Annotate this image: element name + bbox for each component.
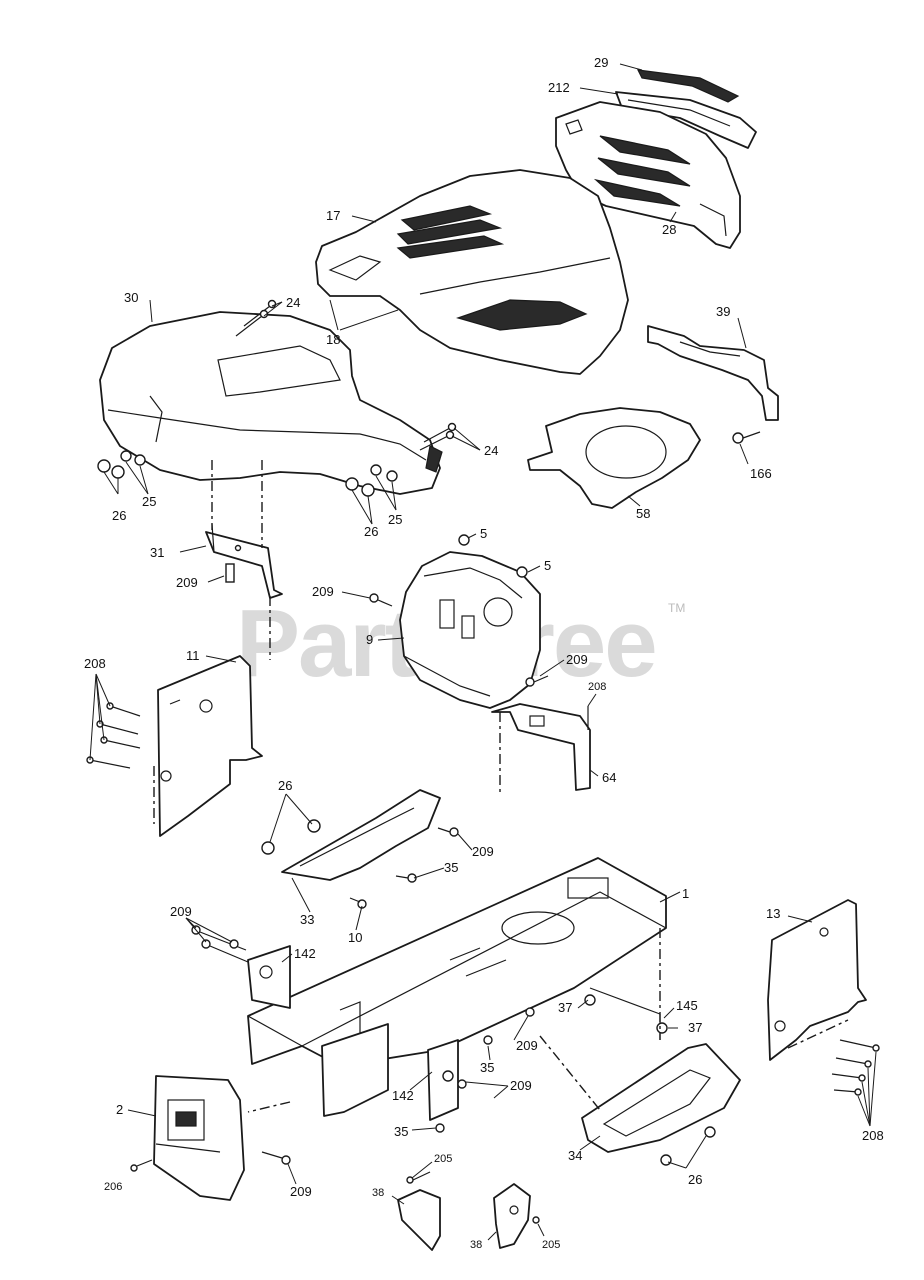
label-209-fender: 209 xyxy=(176,575,198,590)
label-208-left: 208 xyxy=(84,656,106,671)
bolt-166[interactable] xyxy=(732,431,761,444)
label-64: 64 xyxy=(602,770,616,785)
nuts-26-washers-25-left[interactable] xyxy=(97,450,146,479)
bracket-38-left[interactable] xyxy=(397,1171,441,1251)
label-166: 166 xyxy=(750,466,772,481)
grille-28[interactable] xyxy=(555,101,741,249)
label-26-left: 26 xyxy=(112,508,126,523)
callout-labels: 29 212 17 28 18 30 24 39 166 24 25 26 25… xyxy=(84,55,884,1251)
knobs-5[interactable] xyxy=(458,534,528,578)
bolts-208-right[interactable] xyxy=(831,1039,880,1096)
bolts-24-lower[interactable] xyxy=(419,422,457,451)
label-38-left: 38 xyxy=(372,1187,384,1199)
footrest-34[interactable] xyxy=(581,1043,741,1153)
label-1: 1 xyxy=(682,886,689,901)
label-205-right: 205 xyxy=(542,1239,560,1251)
label-25-left: 25 xyxy=(142,494,156,509)
bracket-31[interactable] xyxy=(205,523,283,599)
bolts-208-left[interactable] xyxy=(86,702,141,769)
bracket-38-right[interactable] xyxy=(493,1183,540,1249)
label-5-upper: 5 xyxy=(480,526,487,541)
watermark-trademark: TM xyxy=(668,601,685,615)
frame-1[interactable] xyxy=(247,857,667,1067)
rod-145[interactable] xyxy=(584,987,668,1040)
front-panel-2[interactable] xyxy=(153,1075,245,1201)
label-212: 212 xyxy=(548,80,570,95)
bracket-64[interactable] xyxy=(491,703,591,796)
shield-58[interactable] xyxy=(527,407,701,509)
label-26-footrest: 26 xyxy=(278,778,292,793)
label-26-right-footrest: 26 xyxy=(688,1172,702,1187)
label-10: 10 xyxy=(348,930,362,945)
hood-17[interactable] xyxy=(315,169,629,375)
label-31: 31 xyxy=(150,545,164,560)
fender-30[interactable] xyxy=(99,311,443,495)
label-209-front: 209 xyxy=(170,904,192,919)
alignment-lines xyxy=(153,460,849,1113)
bolts-209-35-frame[interactable] xyxy=(435,1007,535,1133)
label-34: 34 xyxy=(568,1148,582,1163)
label-209-bracket: 209 xyxy=(510,1078,532,1093)
label-142-upper: 142 xyxy=(294,946,316,961)
bolts-209-dash[interactable] xyxy=(369,593,549,687)
grille-insert-29[interactable] xyxy=(636,69,740,103)
label-35-footrest: 35 xyxy=(444,860,458,875)
label-11: 11 xyxy=(186,648,200,663)
label-145: 145 xyxy=(676,998,698,1013)
label-209-front-panel: 209 xyxy=(290,1184,312,1199)
label-35-lower: 35 xyxy=(394,1124,408,1139)
leader-lines xyxy=(89,63,877,1241)
bracket-142-upper[interactable] xyxy=(247,945,291,1009)
bolts-24-upper[interactable] xyxy=(235,299,277,337)
label-18: 18 xyxy=(326,332,340,347)
label-39: 39 xyxy=(716,304,730,319)
label-205-left: 205 xyxy=(434,1153,452,1165)
bolts-206-209-front-panel[interactable] xyxy=(130,1151,291,1172)
label-5-lower: 5 xyxy=(544,558,551,573)
label-38-right: 38 xyxy=(470,1239,482,1251)
label-13: 13 xyxy=(766,906,780,921)
label-30: 30 xyxy=(124,290,138,305)
label-209-footrest: 209 xyxy=(472,844,494,859)
label-208-right: 208 xyxy=(862,1128,884,1143)
label-29: 29 xyxy=(594,55,608,70)
label-25-right: 25 xyxy=(388,512,402,527)
label-58: 58 xyxy=(636,506,650,521)
side-panel-13[interactable] xyxy=(767,899,867,1061)
label-17: 17 xyxy=(326,208,340,223)
label-2: 2 xyxy=(116,1102,123,1117)
label-209-frame: 209 xyxy=(516,1038,538,1053)
nuts-26-footrest[interactable] xyxy=(261,819,321,855)
label-9: 9 xyxy=(366,632,373,647)
label-206: 206 xyxy=(104,1181,122,1193)
footrest-33[interactable] xyxy=(281,789,441,881)
bracket-39[interactable] xyxy=(647,325,779,421)
label-28: 28 xyxy=(662,222,676,237)
label-26-right: 26 xyxy=(364,524,378,539)
label-209-dash-right: 209 xyxy=(566,652,588,667)
label-37-left: 37 xyxy=(558,1000,572,1015)
label-208-bracket: 208 xyxy=(588,681,606,693)
label-33: 33 xyxy=(300,912,314,927)
bolt-209-fender[interactable] xyxy=(225,563,235,583)
label-37-right: 37 xyxy=(688,1020,702,1035)
bolts-209-35-10-footrest[interactable] xyxy=(349,827,459,909)
label-209-dash-left: 209 xyxy=(312,584,334,599)
label-142-lower: 142 xyxy=(392,1088,414,1103)
bolts-209-front[interactable] xyxy=(191,925,249,963)
nuts-26-washers-25-right[interactable] xyxy=(345,464,398,497)
bracket-142-lower[interactable] xyxy=(321,1023,459,1121)
side-panel-11[interactable] xyxy=(157,655,263,837)
label-24-lower: 24 xyxy=(484,443,498,458)
label-24-upper: 24 xyxy=(286,295,300,310)
label-35-frame: 35 xyxy=(480,1060,494,1075)
